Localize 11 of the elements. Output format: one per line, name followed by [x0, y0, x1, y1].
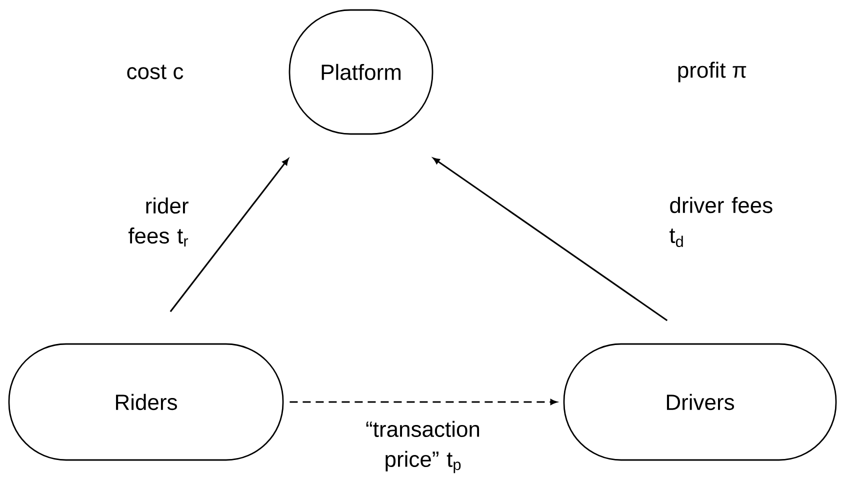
edge-label: driver fees t$_{d}$ — [670, 196, 772, 248]
label: cost c — [127, 64, 184, 80]
rounded-box: Drivers — [563, 343, 837, 461]
label: profit π — [678, 62, 746, 82]
arrow — [170, 158, 289, 312]
edge-label: rider fees t$_{r}$ — [128, 197, 188, 247]
arrow — [433, 158, 668, 322]
edge-label: “transaction price” t$_{p}$ — [366, 420, 480, 474]
rounded-box: Riders — [8, 343, 284, 461]
arrow — [290, 399, 557, 405]
rounded-box: Platform — [288, 9, 434, 135]
